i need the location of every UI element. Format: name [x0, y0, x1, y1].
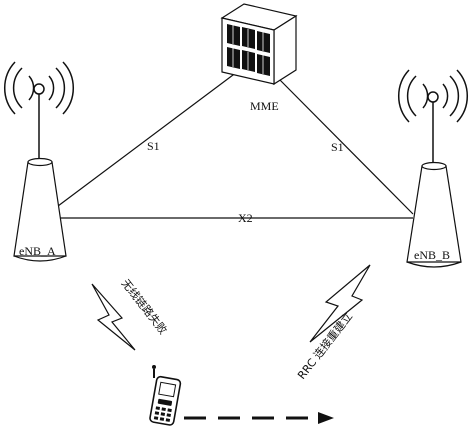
lightning-bolt-icon: [309, 264, 371, 343]
x2-label: X2: [238, 211, 253, 225]
s1-left-label: S1: [147, 139, 160, 153]
mme-label: MME: [250, 99, 279, 113]
s1-link-left: [41, 71, 238, 219]
base-station-icon: [3, 61, 75, 262]
movement-arrow: [184, 412, 334, 424]
enb-b-label: eNB_B: [414, 248, 450, 262]
radio-link-failure-label: 无线链路失败: [119, 276, 171, 337]
enb-a-label: eNB_A: [19, 244, 56, 258]
server-icon: [220, 3, 298, 86]
base-station-icon: [397, 69, 469, 268]
mobile-phone-icon: [149, 365, 182, 426]
s1-right-label: S1: [331, 140, 344, 154]
s1-link-right: [277, 77, 414, 215]
rrc-reestablishment-label: RRC 连接重建立: [294, 309, 355, 381]
lightning-bolt-icon: [91, 283, 136, 351]
